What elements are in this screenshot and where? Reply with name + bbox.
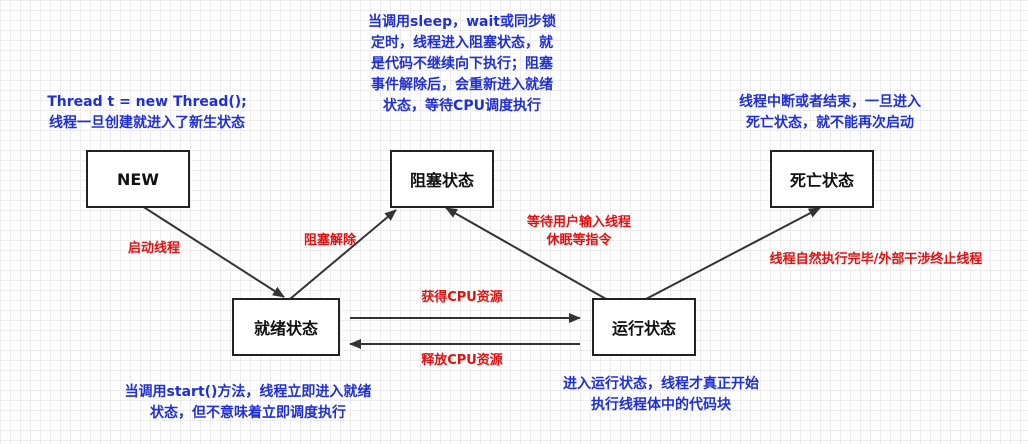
- state-dead: 死亡状态: [770, 150, 874, 208]
- note-new-line-2: 线程一旦创建就进入了新生状态: [49, 115, 245, 131]
- note-new-line-1: Thread t = new Thread();: [47, 94, 247, 110]
- note-running: 进入运行状态，线程才真正开始 执行线程体中的代码块: [532, 374, 790, 416]
- edge-label-unblock: 阻塞解除: [303, 233, 356, 248]
- edge-label-wait-input-line-1: 等待用户输入线程: [526, 215, 631, 230]
- edge-label-start-thread: 启动线程: [127, 241, 180, 256]
- edge-label-wait-input-line-2: 休眠等指令: [546, 233, 612, 248]
- edge-label-get-cpu: 获得CPU资源: [421, 290, 503, 305]
- note-running-line-1: 进入运行状态，线程才真正开始: [563, 376, 759, 392]
- note-dead-line-1: 线程中断或者结束，一旦进入: [739, 94, 921, 110]
- note-running-line-2: 执行线程体中的代码块: [591, 397, 731, 413]
- state-running: 运行状态: [592, 298, 696, 356]
- note-ready: 当调用start()方法，线程立即进入就绪 状态，但不意味着立即调度执行: [96, 382, 400, 424]
- note-dead: 线程中断或者结束，一旦进入 死亡状态，就不能再次启动: [712, 92, 948, 134]
- note-new: Thread t = new Thread(); 线程一旦创建就进入了新生状态: [22, 92, 272, 134]
- state-blocked: 阻塞状态: [390, 150, 494, 208]
- note-blocked-line-3: 是代码不继续向下执行；阻塞: [371, 56, 553, 72]
- note-ready-line-1: 当调用start()方法，线程立即进入就绪: [124, 384, 372, 400]
- note-blocked-line-4: 事件解除后，会重新进入就绪: [371, 77, 553, 93]
- edge-label-finish: 线程自然执行完毕/外部干涉终止线程: [769, 252, 983, 267]
- edge-label-release-cpu: 释放CPU资源: [421, 353, 503, 368]
- note-blocked: 当调用sleep，wait或同步锁 定时，线程进入阻塞状态，就 是代码不继续向下…: [346, 12, 578, 117]
- note-blocked-line-5: 状态，等待CPU调度执行: [383, 98, 541, 114]
- arrow-running-to-dead: [645, 207, 821, 300]
- edge-label-wait-input: 等待用户输入线程 休眠等指令: [504, 214, 654, 250]
- note-blocked-line-2: 定时，线程进入阻塞状态，就: [371, 35, 553, 51]
- note-ready-line-2: 状态，但不意味着立即调度执行: [150, 405, 346, 421]
- state-new: NEW: [86, 150, 190, 208]
- note-blocked-line-1: 当调用sleep，wait或同步锁: [367, 14, 556, 30]
- note-dead-line-2: 死亡状态，就不能再次启动: [746, 115, 914, 131]
- arrow-new-to-ready: [141, 205, 285, 298]
- arrow-ready-to-blocked: [289, 209, 397, 300]
- state-ready: 就绪状态: [232, 298, 340, 356]
- arrow-running-to-blocked: [445, 207, 607, 300]
